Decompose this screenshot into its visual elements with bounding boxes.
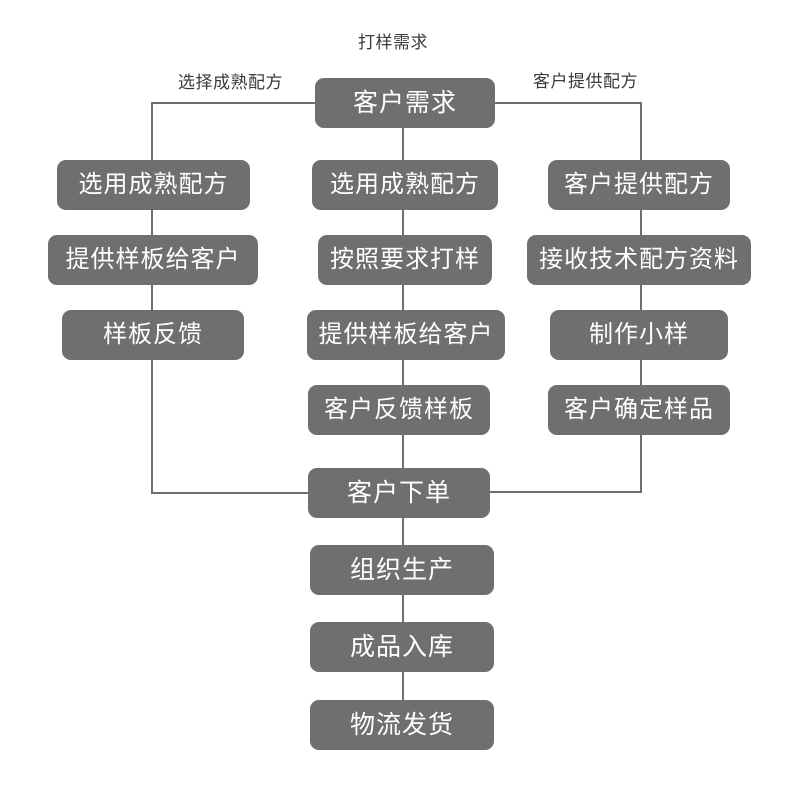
label-branch-left: 选择成熟配方 <box>178 73 283 92</box>
node-left-select-mature-formula[interactable]: 选用成熟配方 <box>57 160 250 210</box>
node-customer-places-order[interactable]: 客户下单 <box>308 468 490 518</box>
node-left-provide-sample-to-customer[interactable]: 提供样板给客户 <box>48 235 258 285</box>
node-organize-production[interactable]: 组织生产 <box>310 545 494 595</box>
node-mid-select-mature-formula[interactable]: 选用成熟配方 <box>312 160 498 210</box>
node-mid-sample-per-requirement[interactable]: 按照要求打样 <box>318 235 492 285</box>
label-sampling-demand: 打样需求 <box>358 33 428 52</box>
label-branch-right: 客户提供配方 <box>533 72 638 91</box>
node-left-sample-feedback[interactable]: 样板反馈 <box>62 310 244 360</box>
node-right-customer-confirms-sample[interactable]: 客户确定样品 <box>548 385 730 435</box>
edge-left-3-merge <box>150 360 308 495</box>
node-mid-provide-sample-to-customer[interactable]: 提供样板给客户 <box>307 310 505 360</box>
node-logistics-shipment[interactable]: 物流发货 <box>310 700 494 750</box>
node-right-make-small-sample[interactable]: 制作小样 <box>550 310 728 360</box>
edge-right-4-merge <box>490 435 643 494</box>
node-customer-demand[interactable]: 客户需求 <box>315 78 495 128</box>
node-mid-customer-feedback-sample[interactable]: 客户反馈样板 <box>308 385 490 435</box>
node-right-customer-provides-formula[interactable]: 客户提供配方 <box>548 160 730 210</box>
node-finished-goods-to-warehouse[interactable]: 成品入库 <box>310 622 494 672</box>
node-right-receive-technical-formula-docs[interactable]: 接收技术配方资料 <box>527 235 751 285</box>
